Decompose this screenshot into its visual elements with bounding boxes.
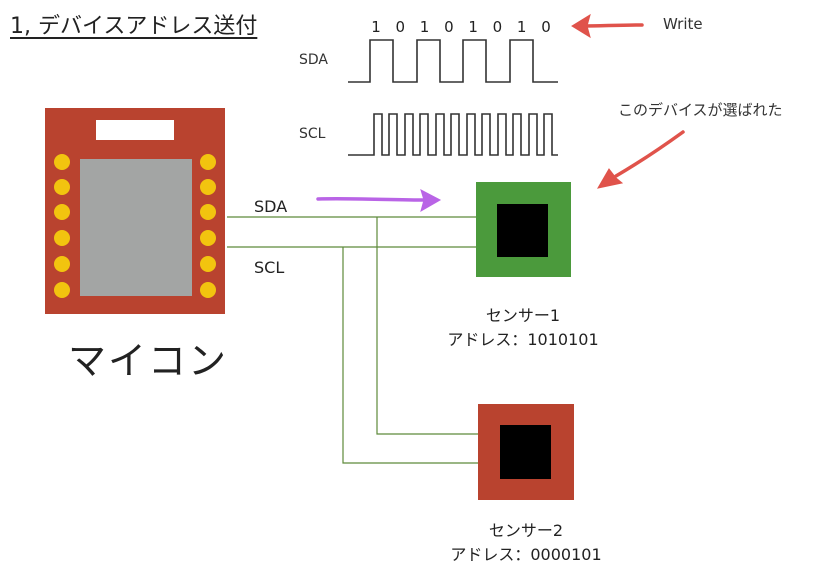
- mcu-label: マイコン: [68, 339, 229, 383]
- bus-sda-label: SDA: [254, 197, 288, 216]
- timing-sda-label: SDA: [299, 52, 328, 68]
- bit-value: 0: [492, 18, 503, 36]
- mcu-label-plate: [96, 120, 174, 140]
- bit-value: 1: [516, 18, 527, 36]
- sensor2-name: センサー2: [488, 521, 564, 540]
- sensor1-caption: センサー1 アドレス：1010101: [423, 304, 623, 352]
- mcu-pins-right: [200, 154, 216, 298]
- scl-waveform: [348, 113, 558, 156]
- bus-scl-label: SCL: [254, 258, 285, 277]
- bit-value: 0: [444, 18, 454, 36]
- bus-lines: [227, 216, 478, 464]
- bit-value: 1: [419, 18, 430, 36]
- write-arrow: [571, 13, 644, 39]
- mcu-chip: [80, 159, 192, 296]
- write-annotation: Write: [663, 15, 703, 33]
- selected-annotation: このデバイスが選ばれた: [618, 101, 783, 119]
- timing-scl-label: SCL: [299, 126, 326, 142]
- scl-branch-sensor2: [342, 247, 478, 464]
- sensor2-address: アドレス：0000101: [450, 545, 602, 564]
- sensor2-caption: センサー2 アドレス：0000101: [426, 519, 626, 567]
- bit-value: 0: [395, 18, 406, 36]
- selected-arrow: [597, 130, 685, 189]
- sda-waveform: [348, 39, 558, 83]
- page-title: 1, デバイスアドレス送付: [10, 14, 258, 39]
- sensor2-chip: [500, 425, 551, 479]
- sda-branch-sensor2: [376, 217, 478, 435]
- bit-sequence: 1 0 1 0 1 0 1 0: [366, 18, 556, 36]
- bit-value: 0: [541, 18, 551, 36]
- bit-value: 1: [468, 18, 478, 36]
- sda-direction-arrow: [316, 189, 442, 213]
- sensor1-address: アドレス：1010101: [447, 330, 599, 349]
- sensor1-chip: [497, 204, 548, 257]
- bit-value: 1: [371, 18, 381, 36]
- sensor1-name: センサー1: [485, 306, 561, 325]
- mcu-pins-left: [54, 154, 70, 298]
